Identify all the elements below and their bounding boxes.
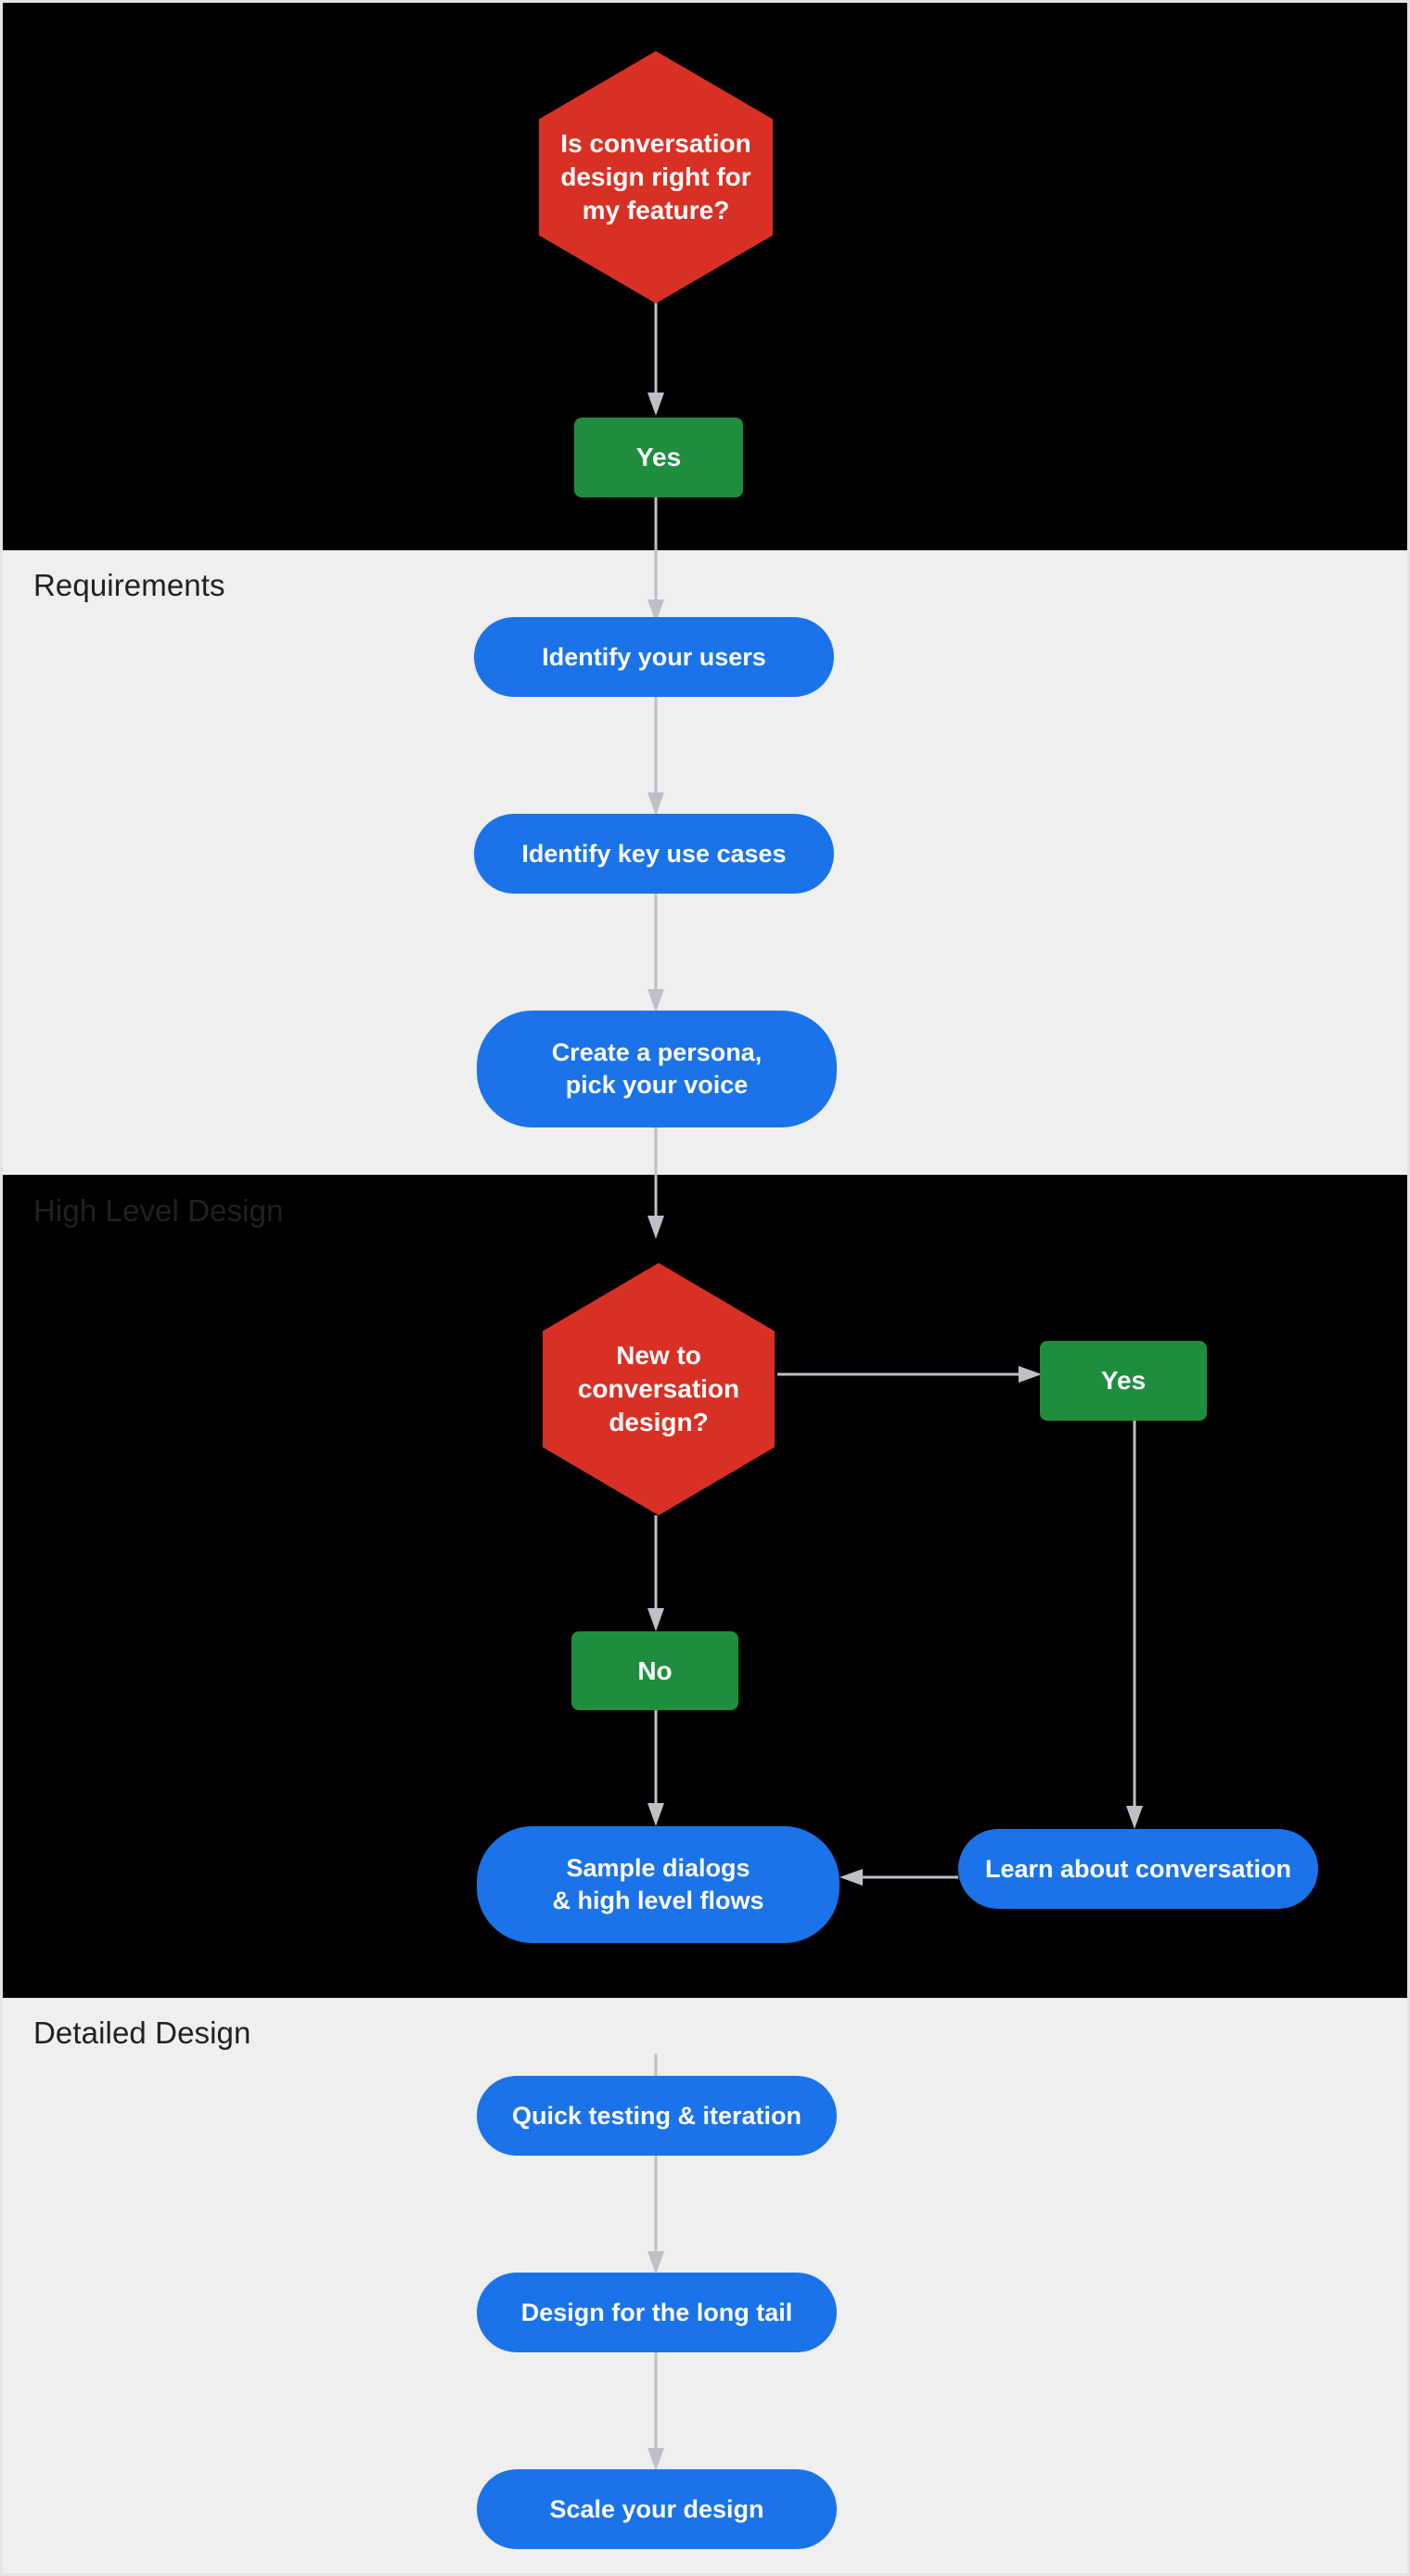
decision-label-line3: design? <box>609 1407 709 1436</box>
connector-quick-testing-to-long-tail <box>643 2156 669 2274</box>
decision-label-line1: Is conversation <box>560 129 751 159</box>
connector-identify-users-to-use-cases <box>643 697 669 816</box>
step-design-for-long-tail[interactable]: Design for the long tail <box>477 2273 837 2352</box>
band-label-detailed-design: Detailed Design <box>33 2016 251 2050</box>
step-identify-key-use-cases[interactable]: Identify key use cases <box>474 814 834 894</box>
connector-start-to-yes <box>643 300 669 416</box>
step-quick-testing-iteration[interactable]: Quick testing & iteration <box>477 2076 837 2156</box>
band-label-requirements: Requirements <box>33 568 225 602</box>
answer-yes-new-to-cd[interactable]: Yes <box>1040 1341 1207 1421</box>
connector-new-decision-to-no <box>643 1515 669 1631</box>
step-label: Sample dialogs & high level flows <box>552 1852 763 1916</box>
step-label-line2: pick your voice <box>565 1071 749 1099</box>
decision-label-line3: my feature? <box>582 195 730 225</box>
connector-yes-to-learn-about <box>1122 1421 1147 1829</box>
decision-label-line2: conversation <box>577 1374 740 1404</box>
connector-no-to-sample-dialogs <box>643 1710 669 1826</box>
connector-use-cases-to-persona <box>643 894 669 1012</box>
band-label-high-level-design: High Level Design <box>33 1193 284 1228</box>
connector-long-tail-to-scale-design <box>643 2352 669 2471</box>
connector-persona-to-new-decision <box>643 1127 669 1239</box>
answer-yes-start[interactable]: Yes <box>574 418 743 497</box>
answer-no-new-to-cd[interactable]: No <box>571 1631 738 1710</box>
decision-label-line1: New to <box>616 1341 701 1371</box>
decision-is-conversation-design-right[interactable]: Is conversation design right for my feat… <box>539 51 773 303</box>
decision-label-line2: design right for <box>560 162 751 192</box>
step-label: Create a persona, pick your voice <box>552 1037 763 1101</box>
decision-label: Is conversation design right for my feat… <box>544 127 767 226</box>
step-create-persona-pick-voice[interactable]: Create a persona, pick your voice <box>477 1011 837 1127</box>
connector-yes-to-identify-users <box>643 497 669 623</box>
step-scale-your-design[interactable]: Scale your design <box>477 2469 837 2549</box>
step-label-line1: Sample dialogs <box>566 1854 750 1883</box>
decision-new-to-conversation-design[interactable]: New to conversation design? <box>543 1263 775 1515</box>
step-learn-about-conversation[interactable]: Learn about conversation <box>958 1829 1318 1909</box>
step-label-line2: & high level flows <box>552 1887 764 1914</box>
step-sample-dialogs-high-level-flows[interactable]: Sample dialogs & high level flows <box>477 1826 840 1943</box>
step-identify-your-users[interactable]: Identify your users <box>474 617 834 697</box>
connector-learn-about-to-sample-dialogs <box>840 1864 958 1890</box>
connector-new-decision-to-yes <box>777 1361 1042 1387</box>
decision-label: New to conversation design? <box>561 1339 756 1438</box>
step-label-line1: Create a persona, <box>551 1038 763 1067</box>
